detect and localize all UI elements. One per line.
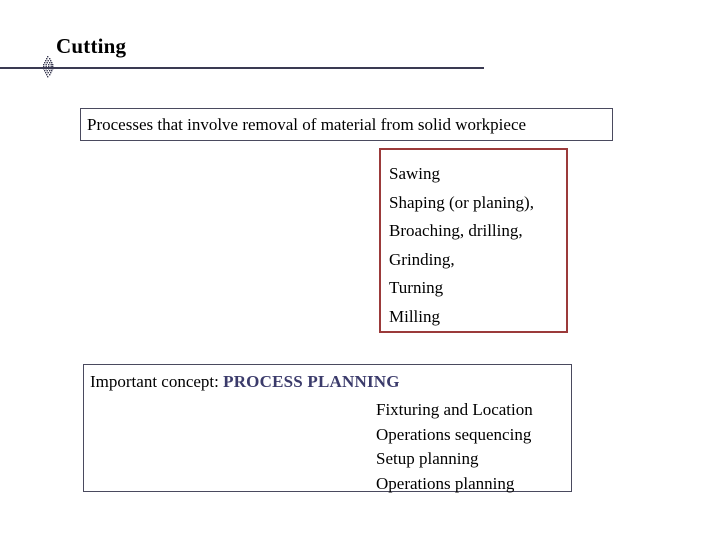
list-item: Turning [389, 278, 444, 297]
list-item: Setup planning [376, 449, 479, 468]
statement-text: Processes that involve removal of materi… [87, 115, 527, 134]
list-item: Broaching, drilling, [389, 221, 523, 240]
list-item: Grinding, [389, 249, 455, 269]
statement-box: Processes that involve removal of materi… [80, 108, 613, 141]
list-item: Operations planning [376, 473, 515, 493]
list-item: Operations sequencing [376, 424, 532, 444]
planning-heading-prefix: Important concept: [90, 372, 224, 391]
planning-heading: Important concept: PROCESS PLANNING [90, 370, 400, 394]
planning-box: Important concept: PROCESS PLANNING Fixt… [83, 364, 572, 493]
title-divider [0, 67, 484, 69]
planning-heading-emphasis: PROCESS PLANNING [223, 372, 400, 391]
list-item: Shaping (or planing), [389, 192, 534, 212]
dotted-diamond-ornament-icon [41, 56, 55, 80]
list-item: Milling [389, 306, 441, 326]
processes-box: Sawing Shaping (or planing), Broaching, … [379, 148, 568, 333]
planning-list: Fixturing and Location Operations sequen… [376, 398, 533, 496]
list-item: Sawing [389, 164, 440, 183]
list-item: Fixturing and Location [376, 400, 533, 419]
page-title: Cutting [56, 34, 127, 58]
processes-list: Sawing Shaping (or planing), Broaching, … [389, 160, 564, 331]
